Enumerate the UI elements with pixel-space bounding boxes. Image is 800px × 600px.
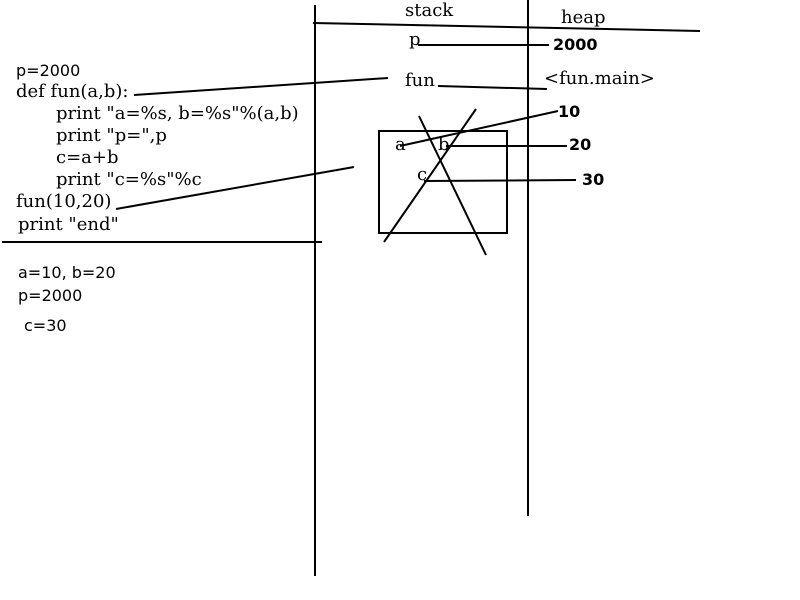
call-to-frame-arrow: [115, 166, 355, 210]
code-line-8: print "end": [18, 214, 119, 235]
code-line-4: print "p=",p: [56, 125, 167, 146]
frame-var-c: c: [417, 164, 427, 185]
output-line-3: c=30: [24, 316, 67, 335]
code-line-2: def fun(a,b):: [16, 81, 129, 102]
code-line-1: p=2000: [16, 61, 80, 80]
heap-p-value: 2000: [553, 35, 598, 54]
stack-fun-label: fun: [405, 70, 435, 91]
heap-heading: heap: [561, 7, 606, 28]
frame-var-a: a: [395, 134, 406, 155]
heap-b-value: 20: [569, 135, 591, 154]
code-line-7: fun(10,20): [16, 191, 111, 212]
heap-a-value: 10: [558, 102, 580, 121]
frame-cross-stroke-2: [383, 108, 477, 243]
output-line-1: a=10, b=20: [18, 263, 116, 282]
heap-c-value: 30: [582, 170, 604, 189]
top-header-rule: [312, 22, 701, 32]
frame-cross-stroke-1: [418, 115, 487, 256]
output-line-2: p=2000: [18, 286, 82, 305]
code-line-3: print "a=%s, b=%s"%(a,b): [56, 103, 299, 124]
code-line-5: c=a+b: [56, 147, 119, 168]
fun-reference-line: [437, 85, 548, 90]
heap-fun-object: <fun.main>: [544, 68, 655, 89]
a-reference-line: [399, 110, 559, 147]
c-reference-line: [423, 179, 577, 182]
fun-stack-frame: [378, 130, 508, 234]
stack-p-label: p: [409, 29, 421, 50]
code-line-6: print "c=%s"%c: [56, 169, 202, 190]
frame-var-b: b: [438, 134, 450, 155]
stack-heading: stack: [405, 0, 454, 21]
def-to-fun-arrow: [133, 77, 389, 96]
